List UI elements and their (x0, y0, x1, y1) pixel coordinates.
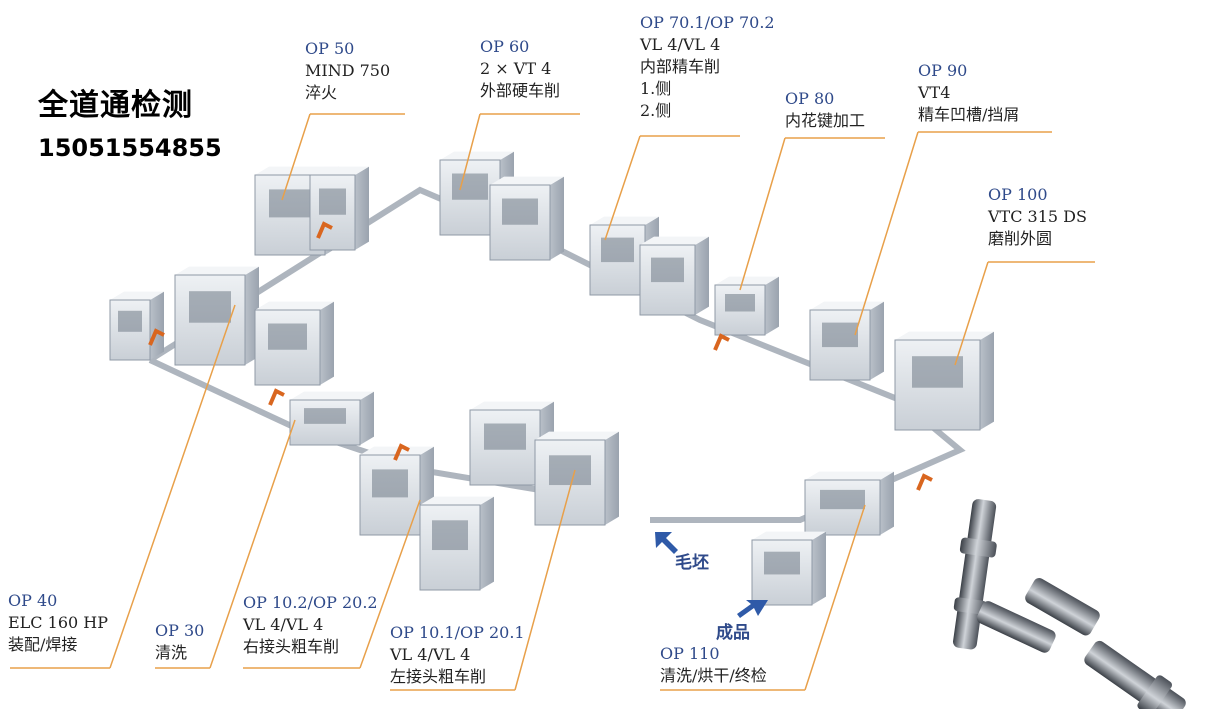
side-2: 2.侧 (640, 101, 672, 120)
station-op60: OP 60 2 × VT 4 外部硬车削 (480, 36, 560, 102)
op-code: OP 100 (988, 185, 1048, 204)
station-op100: OP 100 VTC 315 DS 磨削外圆 (988, 184, 1087, 250)
machine-model: VL 4/VL 4 (640, 35, 721, 54)
op-code: OP 80 (785, 89, 835, 108)
process-name: 内花键加工 (785, 111, 866, 130)
watermark: 全道通检测 15051554855 (38, 86, 222, 170)
process-name: 右接头粗车削 (243, 637, 340, 656)
raw-arrow-icon (655, 532, 678, 554)
leader-op90 (854, 131, 1052, 336)
machine-op80 (714, 276, 779, 336)
op-code: OP 30 (155, 621, 205, 640)
machine-model: VTC 315 DS (988, 207, 1087, 226)
machine-op40-b (174, 266, 259, 366)
op-code: OP 90 (918, 61, 968, 80)
robot-arm-icon (713, 333, 730, 351)
robot-arm-icon (148, 328, 165, 346)
flow-arrows (655, 532, 768, 618)
op-code: OP 10.2/OP 20.2 (243, 593, 378, 612)
station-op10-1: OP 10.1/OP 20.1 VL 4/VL 4 左接头粗车削 (390, 622, 525, 688)
machine-model: VL 4/VL 4 (243, 615, 324, 634)
leader-op40 (10, 304, 236, 669)
machine-op100 (894, 331, 994, 431)
machine-model: 2 × VT 4 (480, 59, 552, 78)
op-code: OP 50 (305, 39, 355, 58)
machine-model: VT4 (918, 83, 951, 102)
machine-model: MIND 750 (305, 61, 391, 80)
machine-op50-b (309, 166, 369, 251)
machine-op10-1-b (534, 431, 619, 526)
process-name: 左接头粗车削 (390, 667, 487, 686)
robot-arm-icon (268, 388, 285, 406)
machines (109, 151, 994, 606)
machine-op10-2-b (419, 496, 494, 591)
leader-op100 (954, 261, 1095, 366)
leader-op10-1 (390, 469, 576, 691)
station-op70: OP 70.1/OP 70.2 VL 4/VL 4 内部精车削 1.侧 2.侧 (640, 12, 775, 122)
station-op40: OP 40 ELC 160 HP 装配/焊接 (8, 590, 108, 656)
station-op80: OP 80 内花键加工 (785, 88, 865, 132)
process-name: 清洗 (155, 643, 188, 662)
station-op30: OP 30 清洗 (155, 620, 204, 664)
machine-op30 (289, 391, 374, 446)
machine-op70-b (639, 236, 709, 316)
finished-arrow-icon (737, 600, 768, 618)
watermark-name: 全道通检测 (38, 88, 193, 123)
process-name: 磨削外圆 (988, 229, 1053, 248)
op-code: OP 70.1/OP 70.2 (640, 13, 775, 32)
leader-op110 (660, 504, 866, 691)
robot-arm-icon (316, 221, 333, 239)
process-name: 淬火 (305, 83, 338, 102)
leader-op30 (155, 419, 296, 669)
station-op110: OP 110 清洗/烘干/终检 (660, 643, 767, 687)
leader-op70 (604, 135, 740, 241)
machine-op40-a (109, 291, 164, 361)
machine-op60-b (489, 176, 564, 261)
leader-op10-2 (243, 499, 421, 669)
raw-material-label: 毛坯 (675, 553, 709, 573)
station-op10-2: OP 10.2/OP 20.2 VL 4/VL 4 右接头粗车削 (243, 592, 378, 658)
machine-op110-inspect (751, 531, 826, 606)
finished-product-label: 成品 (716, 623, 750, 643)
process-name: 内部精车削 (640, 57, 721, 76)
side-1: 1.侧 (640, 79, 672, 98)
leader-op50 (281, 113, 405, 201)
leader-op60 (459, 113, 580, 191)
machine-model: ELC 160 HP (8, 613, 108, 632)
machine-op110-dryer (804, 471, 894, 536)
process-name: 外部硬车削 (480, 81, 561, 100)
leader-lines (10, 113, 1095, 691)
machine-op90 (809, 301, 884, 381)
watermark-phone: 15051554855 (38, 134, 222, 162)
op-code: OP 110 (660, 644, 720, 663)
robot-arm-icon (393, 443, 410, 461)
process-name: 精车凹槽/挡屑 (918, 105, 1020, 124)
finished-shaft-parts (953, 499, 1186, 709)
station-op50: OP 50 MIND 750 淬火 (305, 38, 390, 104)
op-code: OP 10.1/OP 20.1 (390, 623, 525, 642)
machine-op40-c (254, 301, 334, 386)
process-name: 清洗/烘干/终检 (660, 666, 767, 685)
process-name: 装配/焊接 (8, 635, 78, 654)
leader-op80 (739, 137, 885, 291)
machine-model: VL 4/VL 4 (390, 645, 471, 664)
robot-arm-icon (916, 473, 933, 491)
op-code: OP 60 (480, 37, 530, 56)
op-code: OP 40 (8, 591, 58, 610)
station-op90: OP 90 VT4 精车凹槽/挡屑 (918, 60, 1019, 126)
